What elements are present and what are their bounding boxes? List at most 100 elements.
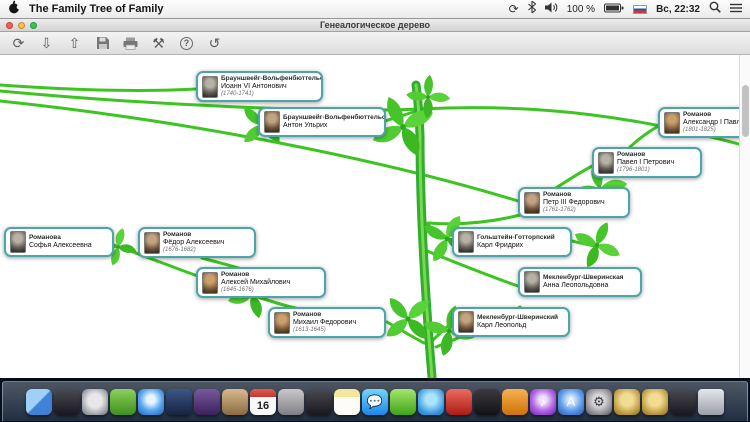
- node-dates: (1613-1645): [293, 327, 326, 334]
- tree-node-mihail[interactable]: Романов Михаил Федорович (1613-1645): [268, 307, 386, 339]
- system-preferences-icon[interactable]: ⚙: [586, 388, 612, 415]
- purple-app-icon[interactable]: [194, 388, 220, 415]
- app-store-icon[interactable]: A: [558, 388, 584, 415]
- tree-node-anton-ulrih[interactable]: Брауншвейг-Вольфенбюттельский Антон Ульр…: [258, 107, 386, 137]
- photo-booth-icon[interactable]: [474, 388, 500, 415]
- print-button[interactable]: [119, 34, 142, 53]
- bluetooth-icon[interactable]: [527, 0, 537, 18]
- gear-icon: ⚙: [593, 393, 605, 409]
- tree-node-karl-leopold[interactable]: Мекленбург-Шверинский Карл Леопольд: [452, 307, 570, 337]
- finder-icon[interactable]: [26, 388, 52, 415]
- chat-bubble-icon: 💬: [366, 393, 384, 409]
- save-button[interactable]: [91, 34, 114, 53]
- export-button[interactable]: ⇧: [68, 35, 81, 51]
- facetime-icon[interactable]: [390, 388, 416, 415]
- window-title: Генеалогическое дерево: [319, 20, 431, 30]
- node-surname: Гольштейн-Готторпский: [477, 233, 555, 241]
- node-surname: Романов: [683, 111, 712, 118]
- portrait: [202, 271, 218, 294]
- portrait: [458, 311, 474, 333]
- safari-icon[interactable]: [138, 388, 164, 415]
- itunes-icon[interactable]: ♪: [530, 388, 556, 415]
- close-button[interactable]: [6, 22, 13, 29]
- node-surname: Брауншвейг-Вольфенбюттельский: [221, 75, 321, 82]
- red-app-icon[interactable]: [446, 388, 472, 415]
- menu-bar-clock[interactable]: Вс, 22:32: [656, 3, 700, 15]
- tree-node-pavel-i[interactable]: Романов Павел I Петрович (1796-1801): [592, 147, 702, 179]
- zoom-button[interactable]: [30, 22, 37, 29]
- spotlight-icon[interactable]: [709, 0, 721, 18]
- launchpad-icon[interactable]: [82, 388, 108, 415]
- battery-percentage: 100 %: [566, 3, 596, 15]
- active-app-name[interactable]: The Family Tree of Family: [29, 3, 164, 15]
- node-surname: Романов: [221, 271, 250, 278]
- node-dates: (1740-1741): [221, 91, 254, 98]
- tree-node-fedor[interactable]: Романов Фёдор Алексеевич (1676-1682): [138, 227, 256, 259]
- portrait: [10, 231, 26, 253]
- window-title-bar[interactable]: Генеалогическое дерево: [0, 19, 750, 32]
- tree-node-aleksey[interactable]: Романов Алексей Михайлович (1645-1676): [196, 267, 326, 299]
- sync-button[interactable]: ⟳: [12, 35, 25, 51]
- messages-icon[interactable]: 💬: [362, 388, 388, 415]
- node-surname: Мекленбург-Шверинский: [477, 313, 559, 321]
- printer-icon: [123, 37, 138, 50]
- contacts-icon[interactable]: [222, 388, 248, 415]
- tree-node-petr-iii[interactable]: Романов Петр III Федорович (1761-1762): [518, 187, 630, 219]
- undo-button[interactable]: ↺: [208, 35, 221, 51]
- input-language-flag-icon[interactable]: [633, 4, 648, 14]
- notes-icon[interactable]: [334, 388, 360, 415]
- gray-app-icon[interactable]: [278, 388, 304, 415]
- portrait: [524, 271, 540, 293]
- dark-app-icon[interactable]: [306, 388, 332, 415]
- node-dates: (1676-1682): [163, 247, 196, 254]
- calendar-icon[interactable]: 16: [250, 388, 276, 415]
- import-button[interactable]: ⇩: [40, 35, 53, 51]
- portrait: [458, 231, 474, 253]
- tree-node-sofya[interactable]: Романова Софья Алексеевна: [4, 227, 114, 257]
- notification-center-icon[interactable]: [730, 0, 742, 18]
- node-name: Александр I Павлович: [683, 118, 750, 126]
- menu-bar: The Family Tree of Family ⟳ 100 % Вс, 22…: [0, 0, 750, 19]
- orange-app-icon[interactable]: [502, 388, 528, 415]
- apple-menu-icon[interactable]: [8, 0, 22, 19]
- portrait: [664, 111, 680, 134]
- app-window: Генеалогическое дерево ⟳ ⇩ ⇧ ⚒ ? ↺: [0, 19, 750, 378]
- node-name: Анна Леопольдовна: [543, 281, 609, 289]
- minimize-button[interactable]: [18, 22, 25, 29]
- tree-node-aleksandr-i[interactable]: Романов Александр I Павлович (1801-1825): [658, 107, 750, 139]
- navy-app-icon[interactable]: [166, 388, 192, 415]
- node-name: Иоанн VI Антонович: [221, 82, 287, 90]
- node-surname: Романов: [163, 231, 192, 238]
- node-dates: (1801-1825): [683, 127, 716, 134]
- tree-node-anna[interactable]: Мекленбург-Шверинская Анна Леопольдовна: [518, 267, 642, 297]
- portrait: [202, 75, 218, 98]
- sync-status-icon[interactable]: ⟳: [508, 2, 519, 16]
- gold-app-icon[interactable]: [614, 388, 640, 415]
- family-tree-canvas[interactable]: Брауншвейг-Вольфенбюттельский Иоанн VI А…: [0, 55, 750, 378]
- portrait: [598, 151, 614, 174]
- volume-icon[interactable]: [544, 0, 558, 18]
- vertical-scrollbar[interactable]: [739, 55, 750, 378]
- help-icon: ?: [180, 36, 193, 50]
- blue-app-icon[interactable]: [418, 388, 444, 415]
- dark-app-icon[interactable]: [670, 388, 696, 415]
- toolbar: ⟳ ⇩ ⇧ ⚒ ? ↺: [0, 32, 750, 55]
- node-dates: (1645-1676): [221, 287, 254, 294]
- calendar-day-label: 16: [256, 399, 270, 412]
- tools-button[interactable]: ⚒: [152, 35, 165, 51]
- node-name: Петр III Федорович: [543, 198, 605, 206]
- trash-icon[interactable]: [698, 388, 724, 415]
- node-name: Фёдор Алексеевич: [163, 238, 225, 246]
- tree-node-karl-fridrih[interactable]: Гольштейн-Готторпский Карл Фридрих: [452, 227, 572, 257]
- node-name: Антон Ульрих: [283, 121, 328, 129]
- scrollbar-thumb[interactable]: [741, 85, 749, 137]
- node-surname: Романов: [293, 311, 322, 318]
- battery-icon[interactable]: [604, 0, 624, 18]
- tree-node-ioann-vi[interactable]: Брауншвейг-Вольфенбюттельский Иоанн VI А…: [196, 71, 323, 103]
- node-dates: (1796-1801): [617, 167, 650, 174]
- node-name: Михаил Федорович: [293, 318, 357, 326]
- dark-app-icon[interactable]: [54, 388, 80, 415]
- help-button[interactable]: ?: [175, 34, 198, 53]
- green-app-icon[interactable]: [110, 388, 136, 415]
- gold-app-icon[interactable]: [642, 388, 668, 415]
